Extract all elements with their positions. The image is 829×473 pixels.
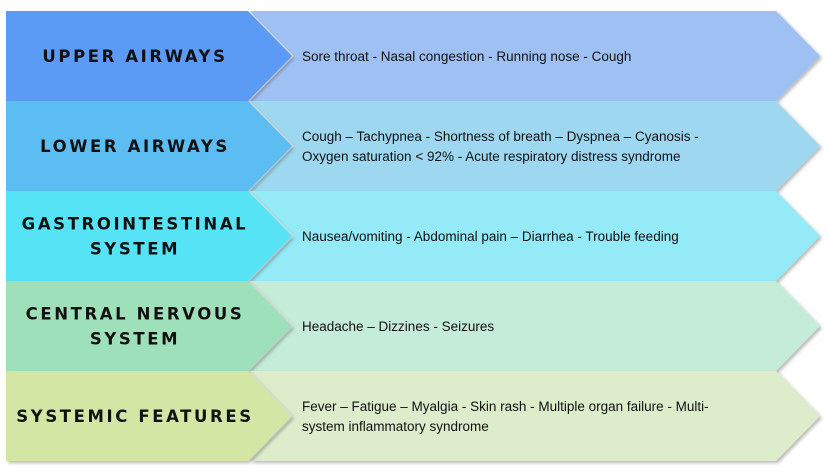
category-arrow-gastrointestinal-system [6, 191, 292, 281]
symptoms-lower-airways-line-2: Oxygen saturation < 92% - Acute respirat… [302, 149, 681, 164]
category-label-upper-airways: UPPER AIRWAYS [42, 47, 227, 66]
symptom-chevron-systemic-features [250, 371, 820, 461]
row-gastrointestinal-system: GASTROINTESTINAL SYSTEM Nausea/vomiting - … [6, 191, 820, 281]
symptom-chevron-gastrointestinal-system [250, 191, 820, 281]
category-label-central-nervous-system-line-1: CENTRAL NERVOUS [26, 305, 245, 324]
category-label-gastrointestinal-system-line-2: SYSTEM [90, 240, 180, 259]
row-upper-airways: UPPER AIRWAYS Sore throat - Nasal congest… [6, 11, 820, 101]
row-lower-airways: LOWER AIRWAYS Cough – Tachypnea - Shortne… [6, 101, 820, 191]
symptom-chevron-lower-airways [250, 101, 820, 191]
category-arrow-systemic-features [6, 371, 292, 461]
symptoms-central-nervous-system: Headache – Dizzines - Seizures [302, 319, 494, 334]
symptom-chevron-upper-airways [250, 11, 820, 101]
row-central-nervous-system: CENTRAL NERVOUS SYSTEM Headache – Dizzines… [6, 281, 820, 371]
symptoms-systemic-features-line-1: Fever – Fatigue – Myalgia - Skin rash - … [302, 399, 709, 414]
category-label-gastrointestinal-system-line-1: GASTROINTESTINAL [22, 215, 249, 234]
category-label-central-nervous-system-line-2: SYSTEM [90, 330, 180, 349]
category-label-systemic-features: SYSTEMIC FEATURES [16, 407, 253, 426]
category-arrow-upper-airways [6, 11, 292, 101]
symptoms-lower-airways-line-1: Cough – Tachypnea - Shortness of breath … [302, 129, 699, 144]
symptom-chevron-central-nervous-system [250, 281, 820, 371]
row-systemic-features: SYSTEMIC FEATURES Fever – Fatigue – Myalg… [6, 371, 820, 461]
category-arrow-lower-airways [6, 101, 292, 191]
symptoms-gastrointestinal-system: Nausea/vomiting - Abdominal pain – Diarr… [302, 229, 679, 244]
symptoms-systemic-features-line-2: system inflammatory syndrome [302, 419, 489, 434]
category-arrow-central-nervous-system [6, 281, 292, 371]
category-label-lower-airways: LOWER AIRWAYS [40, 137, 230, 156]
symptoms-upper-airways: Sore throat - Nasal congestion - Running… [302, 49, 631, 64]
